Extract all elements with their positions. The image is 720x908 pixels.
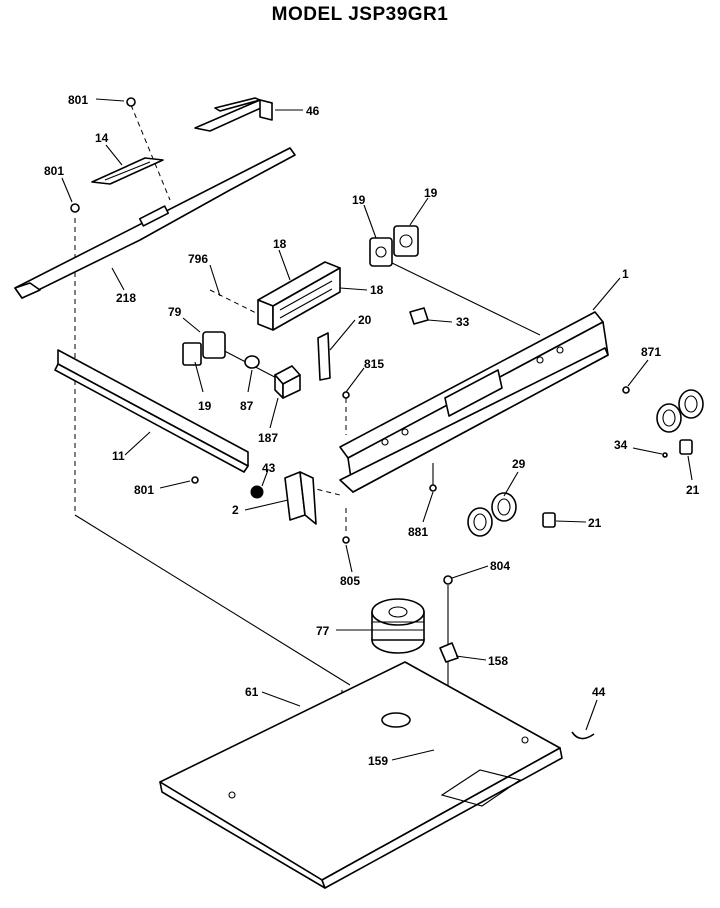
label-20: 20 bbox=[358, 313, 372, 327]
label-21-lower: 21 bbox=[588, 516, 602, 530]
label-159: 159 bbox=[368, 754, 388, 768]
label-804: 804 bbox=[490, 559, 510, 573]
label-11: 11 bbox=[112, 449, 125, 463]
label-187: 187 bbox=[258, 431, 278, 445]
part-871-screw bbox=[622, 386, 630, 394]
label-87: 87 bbox=[240, 399, 254, 413]
part-18-control-board bbox=[257, 261, 341, 331]
label-815: 815 bbox=[364, 357, 384, 371]
part-158-clip bbox=[439, 642, 459, 663]
label-46: 46 bbox=[306, 104, 320, 118]
label-2: 2 bbox=[232, 503, 239, 517]
part-44-hook bbox=[571, 731, 595, 740]
part-34-screw bbox=[662, 452, 668, 458]
part-77-coil bbox=[371, 598, 425, 654]
label-1: 1 bbox=[622, 267, 629, 281]
part-2-bracket bbox=[284, 471, 317, 525]
leader-lines bbox=[61, 98, 693, 761]
part-187-block bbox=[274, 365, 301, 399]
part-79-switch bbox=[182, 331, 226, 366]
label-19-right: 19 bbox=[424, 186, 438, 200]
label-881: 881 bbox=[408, 525, 428, 539]
part-20-bracket bbox=[317, 332, 331, 381]
part-218-top-trim bbox=[14, 147, 296, 299]
part-labels: 801 46 14 801 19 19 18 18 796 218 1 79 2… bbox=[44, 93, 700, 768]
label-79: 79 bbox=[168, 305, 182, 319]
part-29-knobs-lower bbox=[467, 492, 517, 537]
label-14: 14 bbox=[95, 131, 109, 145]
label-44: 44 bbox=[592, 685, 606, 699]
label-61: 61 bbox=[245, 685, 259, 699]
part-29-knobs-upper bbox=[656, 389, 704, 433]
part-61-base-pan bbox=[159, 661, 563, 889]
part-33-clip bbox=[409, 307, 429, 325]
part-19-switch-pair bbox=[369, 225, 419, 267]
label-871: 871 bbox=[641, 345, 661, 359]
part-1-control-panel bbox=[339, 311, 609, 493]
part-87-knob bbox=[244, 355, 260, 369]
part-43-plug bbox=[250, 485, 264, 499]
label-18-top: 18 bbox=[273, 237, 287, 251]
label-158: 158 bbox=[488, 654, 508, 668]
part-21-clips bbox=[542, 439, 693, 528]
label-801-lower: 801 bbox=[134, 483, 154, 497]
label-34: 34 bbox=[614, 438, 628, 452]
label-43: 43 bbox=[262, 461, 276, 475]
label-801-left: 801 bbox=[44, 164, 64, 178]
label-29: 29 bbox=[512, 457, 526, 471]
label-218: 218 bbox=[116, 291, 136, 305]
page-title: MODEL JSP39GR1 bbox=[271, 4, 449, 25]
label-805: 805 bbox=[340, 574, 360, 588]
label-18-right: 18 bbox=[370, 283, 384, 297]
part-14-plate bbox=[91, 157, 164, 185]
label-33: 33 bbox=[456, 315, 470, 329]
label-801-top: 801 bbox=[68, 93, 88, 107]
label-19-left: 19 bbox=[352, 193, 366, 207]
part-11-lower-trim bbox=[54, 349, 249, 473]
label-21-upper: 21 bbox=[686, 483, 700, 497]
label-796: 796 bbox=[188, 252, 208, 266]
part-46-bracket bbox=[194, 97, 273, 132]
label-77: 77 bbox=[316, 624, 330, 638]
label-19-lower: 19 bbox=[198, 399, 212, 413]
